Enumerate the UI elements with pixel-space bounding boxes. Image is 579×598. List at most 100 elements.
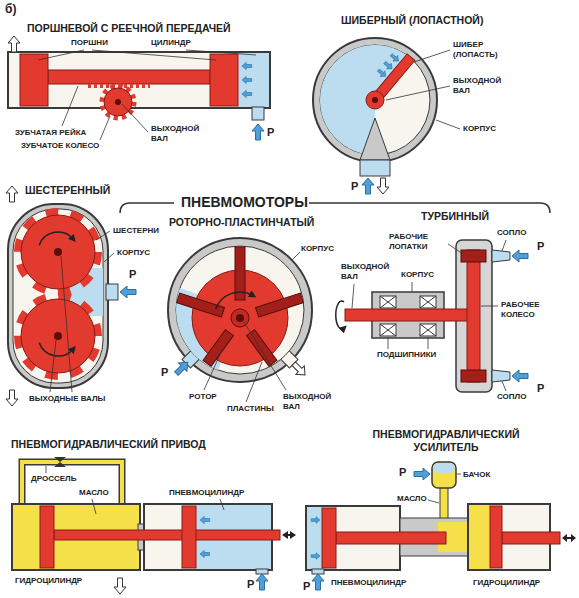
leader-line xyxy=(246,362,262,402)
vane-motor xyxy=(320,45,410,155)
rotary-vane-motor xyxy=(289,359,309,379)
gear-motor xyxy=(6,390,18,406)
part-label: ПОРШНИ xyxy=(70,38,109,48)
piston-rack-motor xyxy=(48,70,210,84)
vane-motor xyxy=(360,118,390,160)
turbine-motor xyxy=(420,296,436,308)
turbine-motor xyxy=(420,324,436,336)
gear-motor xyxy=(39,232,73,245)
vane-motor xyxy=(376,67,388,79)
rotary-vane-motor xyxy=(256,293,304,317)
leader-line xyxy=(100,116,110,140)
part-label: ВЫХОДНОЙ ВАЛ xyxy=(452,76,506,96)
part-label: ГИДРОЦИЛИНДР xyxy=(14,576,83,586)
pneumohydraulic-amplifier xyxy=(336,532,446,544)
leader-line xyxy=(414,50,450,62)
rotary-vane-motor xyxy=(176,246,304,374)
leader-line xyxy=(186,50,256,55)
section-heading: ШИБЕРНЫЙ (ЛОПАСТНОЙ) xyxy=(340,14,484,27)
pneumohydraulic-amplifier xyxy=(502,532,560,544)
pneumohydraulic-amplifier xyxy=(432,462,456,488)
leader-line xyxy=(46,466,47,473)
gear-motor xyxy=(18,296,98,376)
leader-line xyxy=(50,340,56,392)
pneumohydraulic-drive xyxy=(40,506,54,568)
pneumohydraulic-amplifier xyxy=(433,463,455,473)
leader-line xyxy=(457,474,461,475)
part-label: ПНЕВМОЦИЛИНДР xyxy=(330,578,407,588)
gear-motor xyxy=(54,248,62,256)
leader-line xyxy=(292,252,300,260)
leader-line xyxy=(38,50,84,60)
part-label: РАБОЧЕЕ КОЛЕСО xyxy=(500,300,560,320)
turbine-motor xyxy=(461,250,486,262)
leader-line xyxy=(436,120,460,129)
piston-rack-motor xyxy=(8,36,270,140)
pneumohydraulic-amplifier xyxy=(322,508,336,568)
pressure-label: P xyxy=(266,126,275,139)
piston-rack-motor xyxy=(102,86,134,118)
part-label: ШЕСТЕРНИ xyxy=(112,226,160,236)
section-heading: ТУРБИННЫЙ xyxy=(420,210,490,223)
piston-rack-motor xyxy=(252,124,264,140)
turbine-motor xyxy=(512,370,528,382)
pneumohydraulic-amplifier xyxy=(311,517,320,524)
piston-rack-motor xyxy=(115,99,121,105)
leader-line xyxy=(352,284,354,308)
turbine-motor xyxy=(461,370,486,382)
leader-line xyxy=(412,282,413,292)
turbine-motor xyxy=(380,296,396,308)
rotary-vane-motor xyxy=(168,238,312,382)
rotary-vane-motor xyxy=(247,330,277,367)
pneumohydraulic-amplifier xyxy=(311,553,320,560)
pressure-label: P xyxy=(536,382,545,395)
pneumohydraulic-drive xyxy=(182,506,196,568)
section-heading: ПНЕВМОГИДРАВЛИЧЕСКИЙ УСИЛИТЕЛЬ xyxy=(350,428,542,454)
turbine-motor xyxy=(345,309,468,321)
pneumohydraulic-drive xyxy=(114,578,126,594)
gear-motor xyxy=(13,209,103,383)
pneumohydraulic-drive xyxy=(282,531,288,539)
pneumohydraulic-amplifier xyxy=(414,468,430,480)
part-label: ЗУБЧАТОЕ КОЛЕСО xyxy=(20,141,100,151)
leader-line xyxy=(244,322,286,390)
pneumohydraulic-amplifier xyxy=(306,462,576,590)
part-label: ПОДШИПНИКИ xyxy=(376,350,437,360)
part-label: ГИДРОЦИЛИНДР xyxy=(472,578,541,588)
vane-motor xyxy=(313,38,437,194)
turbine-motor xyxy=(380,324,396,336)
pneumohydraulic-drive xyxy=(22,462,122,505)
part-label: ПНЕВМОЦИЛИНДР xyxy=(168,488,245,498)
part-label: МАСЛО xyxy=(396,494,428,504)
pneumohydraulic-amplifier xyxy=(307,507,322,569)
part-label: РАБОЧИЕ ЛОПАТКИ xyxy=(388,232,448,252)
pressure-label: P xyxy=(350,180,359,193)
pneumohydraulic-drive xyxy=(22,462,122,504)
leader-line xyxy=(428,337,429,349)
leader-line xyxy=(104,253,114,262)
gear-motor xyxy=(21,299,95,373)
leader-line xyxy=(122,104,148,132)
vane-motor xyxy=(389,52,401,64)
group-heading: ПНЕВМОМОТОРЫ xyxy=(180,194,309,211)
pneumohydraulic-amplifier xyxy=(490,506,502,568)
piston-rack-motor xyxy=(8,36,20,52)
pneumohydraulic-amplifier xyxy=(562,534,567,542)
part-label: КОРПУС xyxy=(300,244,335,254)
pressure-label: P xyxy=(302,580,311,593)
part-label: ШИБЕР (ЛОПАСТЬ) xyxy=(452,40,514,60)
part-label: СОПЛО xyxy=(496,228,527,238)
pressure-label: P xyxy=(160,366,169,379)
gear-motor xyxy=(6,186,18,202)
leader-line xyxy=(386,86,450,100)
rotary-vane-motor xyxy=(172,358,192,378)
leader-line xyxy=(92,50,216,60)
leader-line xyxy=(62,86,78,126)
leader-line xyxy=(61,256,72,392)
pressure-label: P xyxy=(398,466,407,479)
part-label: КОРПУС xyxy=(462,124,497,134)
turbine-motor xyxy=(467,250,480,382)
part-label: МАСЛО xyxy=(78,488,110,498)
figure-index: б) xyxy=(4,2,17,16)
leader-line xyxy=(92,499,96,514)
